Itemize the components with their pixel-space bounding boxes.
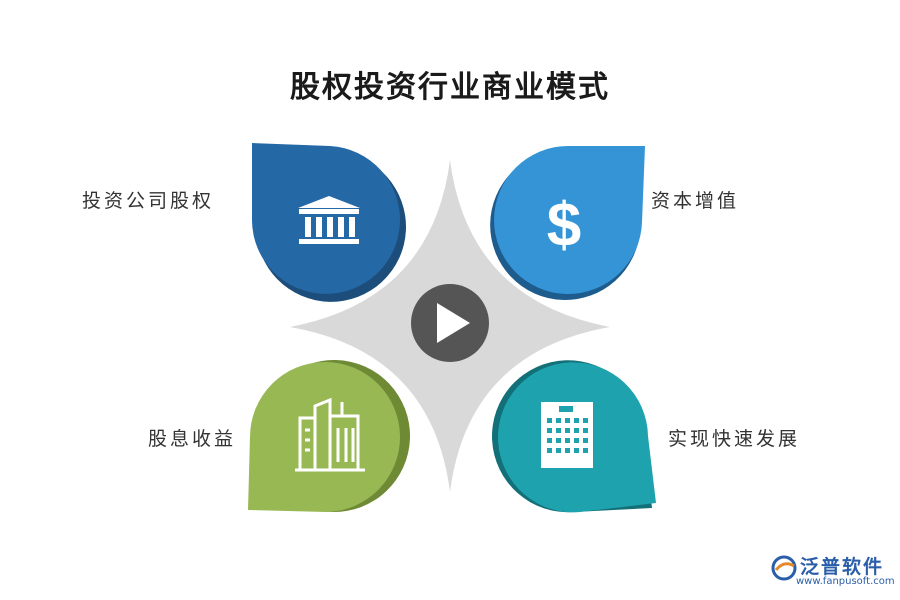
dollar-sign-icon: $ <box>547 191 581 260</box>
petal-top-left-shape <box>252 143 400 294</box>
watermark-url: www.fanpusoft.com <box>796 576 895 587</box>
city-buildings-icon <box>295 397 365 472</box>
petal-top-right: $ <box>490 146 645 300</box>
diagram-title: 股权投资行业商业模式 <box>290 70 610 105</box>
petal-bottom-left-shape <box>248 362 401 512</box>
petal-bottom-right <box>492 360 656 513</box>
item-label-dividend-income: 股息收益 <box>148 428 237 450</box>
item-label-investment-equity: 投资公司股权 <box>82 190 215 212</box>
bank-building-icon <box>298 196 360 244</box>
item-label-capital-appreciation: 资本增值 <box>651 190 740 212</box>
svg-text:$: $ <box>547 191 581 260</box>
petal-top-left <box>252 143 406 302</box>
item-label-rapid-development: 实现快速发展 <box>668 428 801 450</box>
watermark-logo-icon <box>771 555 797 581</box>
petal-top-right-shape <box>494 146 645 294</box>
watermark-brand: 泛普软件 <box>800 556 885 578</box>
play-button[interactable] <box>411 284 489 362</box>
play-icon <box>437 303 470 343</box>
petal-bottom-left <box>248 359 411 513</box>
office-building-icon <box>541 402 593 468</box>
